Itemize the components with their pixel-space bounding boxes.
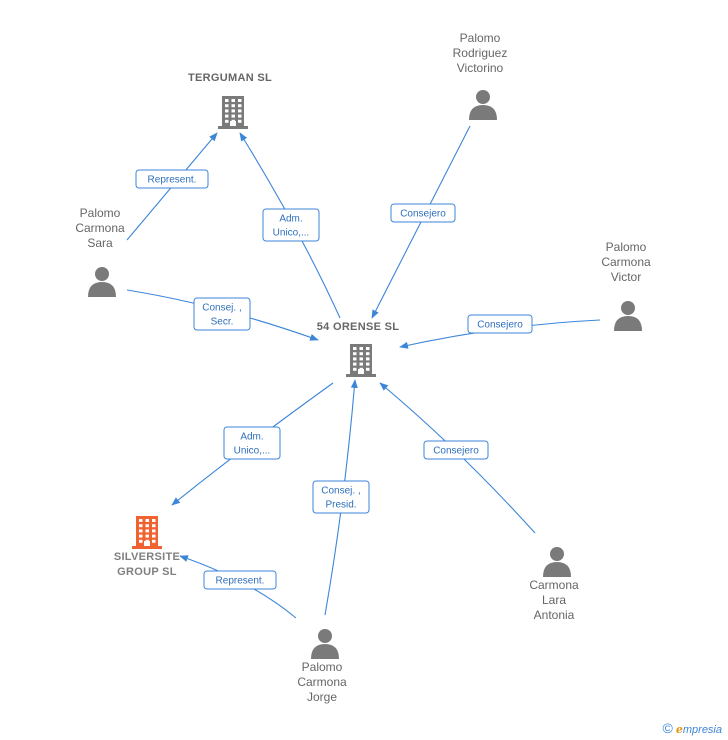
node-terguman[interactable]: TERGUMAN SL	[188, 72, 272, 129]
node-label: Palomo	[460, 31, 501, 45]
node-label: Palomo	[302, 660, 343, 674]
brand-name: mpresia	[682, 724, 722, 736]
edge-label-text: Represent.	[216, 576, 265, 587]
node-label: Palomo	[606, 240, 647, 254]
edge-label-text: Consejero	[400, 209, 446, 220]
node-label: Carmona	[297, 675, 347, 689]
edge-label-text: Represent.	[148, 175, 197, 186]
edge-orense-to-terguman: Adm. Unico,...	[239, 132, 341, 319]
node-label: Sara	[87, 236, 113, 250]
edge-label-text: Adm.	[279, 214, 302, 225]
edge-label-box[interactable]	[135, 169, 209, 189]
node-label: TERGUMAN SL	[188, 72, 272, 84]
node-label: Antonia	[534, 608, 575, 622]
node-orense[interactable]: 54 ORENSE SL	[317, 321, 399, 377]
node-label: GROUP SL	[117, 566, 177, 578]
edge-label-text: Presid.	[325, 500, 356, 511]
building-icon	[132, 516, 162, 549]
edge-jorge-to-silversite: Represent.	[179, 555, 297, 619]
edge-label-text: Consejero	[433, 446, 479, 457]
building-icon	[218, 96, 248, 129]
edge-label-text: Consejero	[477, 320, 523, 331]
building-icon	[346, 344, 376, 377]
edge-label-text: Unico,...	[234, 446, 271, 457]
nodes-layer: 54 ORENSE SL TERGUMAN SL SILVERSITE GROUP S…	[75, 31, 651, 704]
edge-label-box[interactable]	[193, 297, 251, 331]
edge-lara-to-orense: Consejero	[379, 382, 536, 534]
node-label: Carmona	[75, 221, 125, 235]
node-label: Victorino	[457, 61, 504, 75]
edges-layer: Represent.Adm.Unico,...ConsejeroConsej. …	[126, 125, 601, 619]
edge-jorge-to-orense: Consej. , Presid.	[312, 379, 370, 616]
edge-label-box[interactable]	[390, 203, 456, 223]
node-label: Jorge	[307, 690, 337, 704]
node-silversite[interactable]: SILVERSITE GROUP SL	[114, 516, 180, 578]
edge-sara-to-orense: Consej. , Secr.	[126, 289, 319, 341]
node-label: Carmona	[529, 578, 579, 592]
edge-victorino-to-orense: Consejero	[371, 125, 471, 319]
person-icon	[311, 629, 339, 659]
person-icon	[543, 547, 571, 577]
node-label: Carmona	[601, 255, 651, 269]
person-icon	[614, 301, 642, 331]
edge-label-box[interactable]	[203, 570, 277, 590]
edge-label-text: Consej. ,	[202, 303, 241, 314]
node-label: SILVERSITE	[114, 551, 180, 563]
copyright-symbol: ©	[662, 720, 673, 736]
edge-label-box[interactable]	[467, 314, 533, 334]
edge-label-box[interactable]	[223, 426, 281, 460]
edge-label-text: Secr.	[211, 317, 234, 328]
node-label: Palomo	[80, 206, 121, 220]
edge-label-box[interactable]	[423, 440, 489, 460]
edge-victor-to-orense: Consejero	[399, 314, 601, 349]
node-label: Rodriguez	[453, 46, 508, 60]
person-icon	[88, 267, 116, 297]
node-label: Victor	[611, 270, 641, 284]
person-icon	[469, 90, 497, 120]
edge-orense-to-silversite: Adm. Unico,...	[171, 382, 334, 506]
edge-label-box[interactable]	[312, 480, 370, 514]
edge-label-text: Adm.	[240, 432, 263, 443]
footer-brand[interactable]: ©empresia	[663, 720, 722, 736]
edge-label-text: Unico,...	[273, 228, 310, 239]
edge-label-text: Consej. ,	[321, 486, 360, 497]
node-label: 54 ORENSE SL	[317, 321, 399, 333]
brand-initial: e	[675, 723, 683, 736]
edge-label-box[interactable]	[262, 208, 320, 242]
node-label: Lara	[542, 593, 566, 607]
edge-sara-to-terguman: Represent.	[126, 132, 218, 241]
